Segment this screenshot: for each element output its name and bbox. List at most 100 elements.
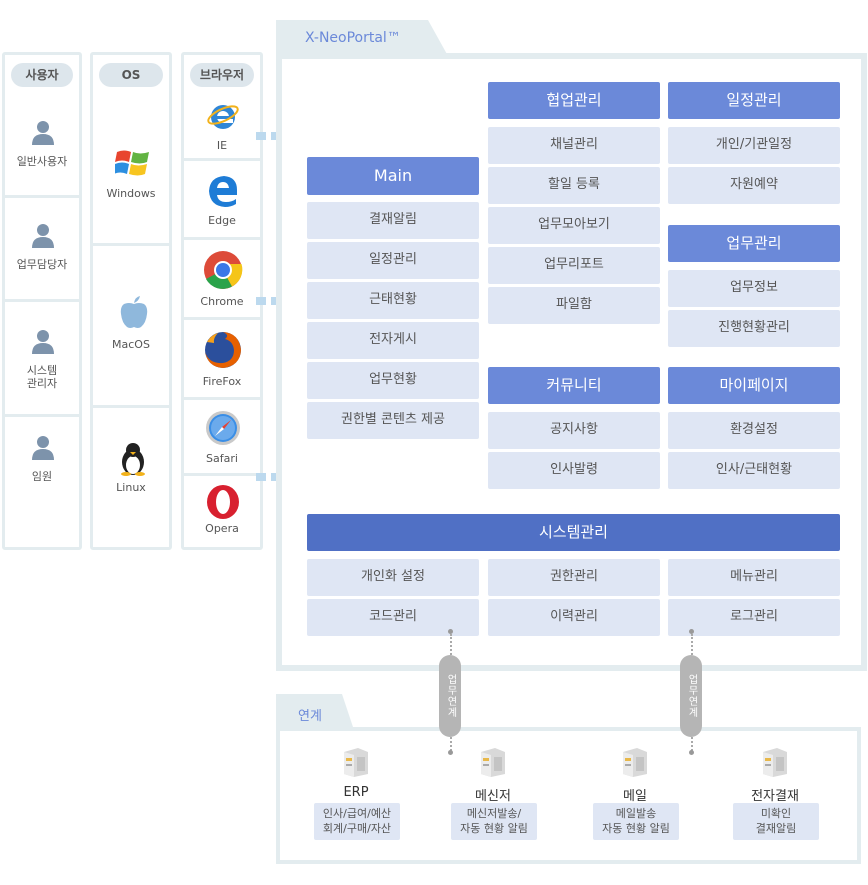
browser-label: Opera (205, 522, 239, 535)
user-label: 시스템 관리자 (26, 364, 58, 390)
system-header[interactable]: 시스템관리 (307, 514, 840, 551)
main-item[interactable]: 결재알림 (307, 202, 479, 239)
link-system-desc: 인사/급여/예산 회계/구매/자산 (314, 803, 400, 840)
connector-dot (448, 750, 453, 755)
collab-item[interactable]: 파일함 (488, 287, 660, 324)
user-item: 임원 (5, 414, 79, 547)
os-column-header: OS (99, 63, 163, 87)
browser-item: Opera (184, 473, 260, 547)
connector-dot (689, 750, 694, 755)
community-item[interactable]: 공지사항 (488, 412, 660, 449)
system-item[interactable]: 로그관리 (668, 599, 840, 636)
os-item: Windows (93, 89, 169, 243)
schedule-item[interactable]: 자원예약 (668, 167, 840, 204)
browser-item: Edge (184, 158, 260, 237)
system-item[interactable]: 메뉴관리 (668, 559, 840, 596)
opera-icon (207, 485, 239, 519)
os-item: MacOS (93, 243, 169, 405)
browser-label: IE (216, 139, 228, 152)
mypage-item[interactable]: 환경설정 (668, 412, 840, 449)
portal-tab (276, 20, 448, 56)
link-system-desc: 메일발송 자동 현황 알림 (593, 803, 679, 840)
system-item[interactable]: 코드관리 (307, 599, 479, 636)
user-item: 일반사용자 (5, 89, 79, 195)
server-icon (481, 748, 505, 777)
chrome-icon (204, 251, 243, 289)
edge-icon (209, 176, 237, 207)
mypage-item[interactable]: 인사/근태현황 (668, 452, 840, 489)
user-label: 업무담당자 (16, 258, 68, 271)
server-icon (623, 748, 647, 777)
browser-item: Safari (184, 397, 260, 473)
browsers-column: 브라우저 IE Edge Chrome FireF (181, 52, 263, 550)
browser-label: Safari (206, 452, 238, 465)
link-system-name: 메일 (623, 789, 647, 804)
connector-dot (689, 629, 694, 634)
collab-item[interactable]: 할일 등록 (488, 167, 660, 204)
os-item: Linux (93, 405, 169, 547)
browser-item: Chrome (184, 237, 260, 317)
user-item: 업무담당자 (5, 195, 79, 299)
users-column: 사용자 일반사용자 업무담당자 시스템 관리자 임원 (2, 52, 82, 550)
collab-header[interactable]: 협업관리 (488, 82, 660, 119)
community-header[interactable]: 커뮤니티 (488, 367, 660, 404)
main-item[interactable]: 업무현황 (307, 362, 479, 399)
user-icon (32, 330, 54, 354)
os-column: OS Windows MacOS Linux (90, 52, 172, 550)
user-item: 시스템 관리자 (5, 299, 79, 414)
linux-penguin-icon (121, 443, 145, 476)
browser-label: Chrome (200, 295, 244, 308)
server-icon (344, 748, 368, 777)
os-label: MacOS (112, 338, 150, 351)
collab-item[interactable]: 업무리포트 (488, 247, 660, 284)
work-link-pill: 업무연계 (439, 655, 461, 737)
browser-item: IE (184, 89, 260, 158)
user-icon (32, 436, 54, 460)
schedule-header[interactable]: 일정관리 (668, 82, 840, 119)
connector-dot (448, 629, 453, 634)
browsers-column-header: 브라우저 (190, 63, 254, 87)
browser-label: Edge (208, 214, 236, 227)
work-item[interactable]: 업무정보 (668, 270, 840, 307)
link-system-name: 전자결재 (751, 789, 799, 804)
firefox-icon (205, 332, 241, 368)
users-column-header: 사용자 (11, 63, 73, 87)
community-item[interactable]: 인사발령 (488, 452, 660, 489)
user-icon (32, 224, 54, 248)
user-label: 일반사용자 (16, 155, 68, 168)
user-label: 임원 (31, 470, 53, 483)
ie-icon (207, 105, 239, 129)
portal-title: X-NeoPortal™ (305, 30, 401, 46)
os-label: Windows (106, 187, 156, 200)
os-label: Linux (116, 481, 146, 494)
link-tab (276, 694, 354, 730)
mypage-header[interactable]: 마이페이지 (668, 367, 840, 404)
main-item[interactable]: 근태현황 (307, 282, 479, 319)
system-item[interactable]: 권한관리 (488, 559, 660, 596)
work-link-pill: 업무연계 (680, 655, 702, 737)
link-system-desc: 미확인 결재알림 (733, 803, 819, 840)
user-icon (32, 121, 54, 145)
browser-label: FireFox (202, 375, 242, 388)
main-item[interactable]: 전자게시 (307, 322, 479, 359)
apple-icon (120, 296, 148, 328)
main-header[interactable]: Main (307, 157, 479, 195)
link-system-name: 메신저 (475, 789, 511, 804)
work-item[interactable]: 진행현황관리 (668, 310, 840, 347)
link-system-name: ERP (343, 785, 369, 800)
safari-icon (206, 411, 240, 445)
schedule-item[interactable]: 개인/기관일정 (668, 127, 840, 164)
link-system-desc: 메신저발송/ 자동 현황 알림 (451, 803, 537, 840)
browser-item: FireFox (184, 317, 260, 397)
server-icon (763, 748, 787, 777)
link-title: 연계 (298, 709, 322, 724)
system-item[interactable]: 개인화 설정 (307, 559, 479, 596)
main-item[interactable]: 일정관리 (307, 242, 479, 279)
windows-icon (115, 150, 149, 176)
main-item[interactable]: 권한별 콘텐츠 제공 (307, 402, 479, 439)
work-header[interactable]: 업무관리 (668, 225, 840, 262)
link-frame (276, 727, 861, 864)
collab-item[interactable]: 채널관리 (488, 127, 660, 164)
system-item[interactable]: 이력관리 (488, 599, 660, 636)
collab-item[interactable]: 업무모아보기 (488, 207, 660, 244)
